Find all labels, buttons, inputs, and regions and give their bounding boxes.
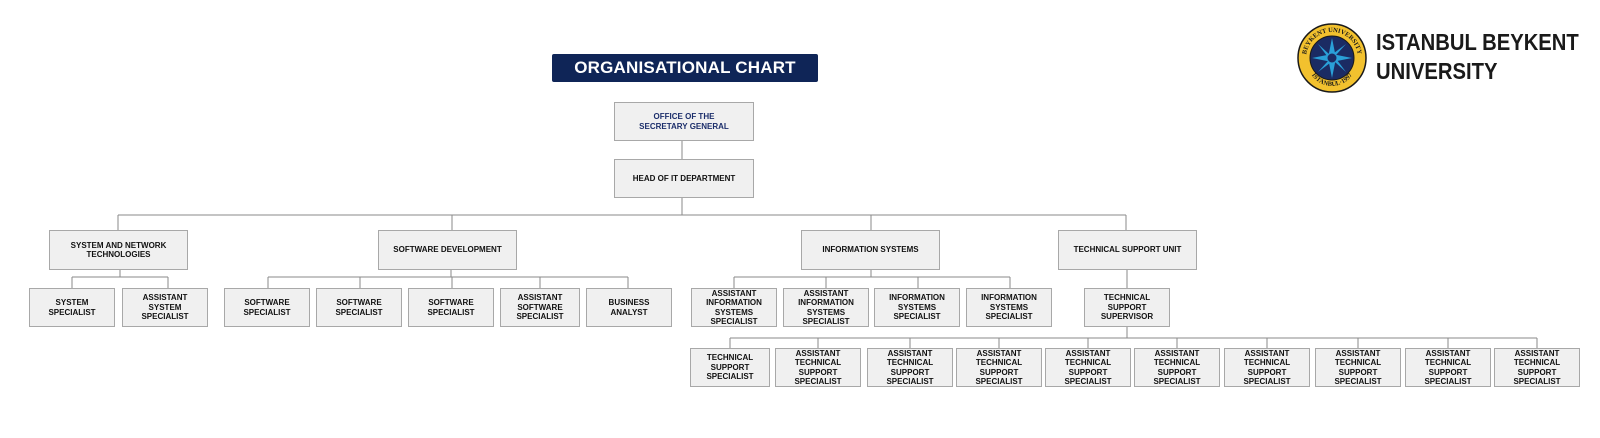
node-assistant-ts-specialist-5: ASSISTANT TECHNICAL SUPPORT SPECIALIST bbox=[1134, 348, 1220, 387]
node-assistant-ts-specialist-3: ASSISTANT TECHNICAL SUPPORT SPECIALIST bbox=[956, 348, 1042, 387]
node-assistant-ts-specialist-9: ASSISTANT TECHNICAL SUPPORT SPECIALIST bbox=[1494, 348, 1580, 387]
node-software-specialist-3: SOFTWARE SPECIALIST bbox=[408, 288, 494, 327]
node-software-specialist-1: SOFTWARE SPECIALIST bbox=[224, 288, 310, 327]
node-is-specialist-2: INFORMATION SYSTEMS SPECIALIST bbox=[966, 288, 1052, 327]
node-assistant-software-specialist: ASSISTANT SOFTWARE SPECIALIST bbox=[500, 288, 580, 327]
university-name-line1: ISTANBUL BEYKENT bbox=[1376, 29, 1579, 55]
node-assistant-ts-specialist-4: ASSISTANT TECHNICAL SUPPORT SPECIALIST bbox=[1045, 348, 1131, 387]
node-technical-support-unit: TECHNICAL SUPPORT UNIT bbox=[1058, 230, 1197, 270]
university-name-line2: UNIVERSITY bbox=[1376, 58, 1498, 84]
university-logo: BEYKENT UNIVERSITY ISTANBUL·1997 ISTANBU… bbox=[1296, 22, 1586, 94]
node-assistant-is-specialist-1: ASSISTANT INFORMATION SYSTEMS SPECIALIST bbox=[691, 288, 777, 327]
node-system-network: SYSTEM AND NETWORK TECHNOLOGIES bbox=[49, 230, 188, 270]
node-assistant-ts-specialist-7: ASSISTANT TECHNICAL SUPPORT SPECIALIST bbox=[1315, 348, 1401, 387]
node-technical-support-supervisor: TECHNICAL SUPPORT SUPERVISOR bbox=[1084, 288, 1170, 327]
node-system-specialist: SYSTEM SPECIALIST bbox=[29, 288, 115, 327]
node-software-development: SOFTWARE DEVELOPMENT bbox=[378, 230, 517, 270]
node-software-specialist-2: SOFTWARE SPECIALIST bbox=[316, 288, 402, 327]
node-assistant-ts-specialist-1: ASSISTANT TECHNICAL SUPPORT SPECIALIST bbox=[775, 348, 861, 387]
university-seal-icon: BEYKENT UNIVERSITY ISTANBUL·1997 bbox=[1297, 23, 1367, 93]
node-business-analyst: BUSINESS ANALYST bbox=[586, 288, 672, 327]
node-is-specialist-1: INFORMATION SYSTEMS SPECIALIST bbox=[874, 288, 960, 327]
node-assistant-ts-specialist-6: ASSISTANT TECHNICAL SUPPORT SPECIALIST bbox=[1224, 348, 1310, 387]
node-assistant-ts-specialist-8: ASSISTANT TECHNICAL SUPPORT SPECIALIST bbox=[1405, 348, 1491, 387]
node-technical-support-specialist: TECHNICAL SUPPORT SPECIALIST bbox=[690, 348, 770, 387]
chart-title: ORGANISATIONAL CHART bbox=[552, 54, 818, 82]
university-name: ISTANBUL BEYKENT UNIVERSITY bbox=[1376, 28, 1579, 86]
node-secretary-general: OFFICE OF THE SECRETARY GENERAL bbox=[614, 102, 754, 141]
node-assistant-system-specialist: ASSISTANT SYSTEM SPECIALIST bbox=[122, 288, 208, 327]
node-head-it: HEAD OF IT DEPARTMENT bbox=[614, 159, 754, 198]
node-assistant-is-specialist-2: ASSISTANT INFORMATION SYSTEMS SPECIALIST bbox=[783, 288, 869, 327]
node-assistant-ts-specialist-2: ASSISTANT TECHNICAL SUPPORT SPECIALIST bbox=[867, 348, 953, 387]
node-information-systems: INFORMATION SYSTEMS bbox=[801, 230, 940, 270]
